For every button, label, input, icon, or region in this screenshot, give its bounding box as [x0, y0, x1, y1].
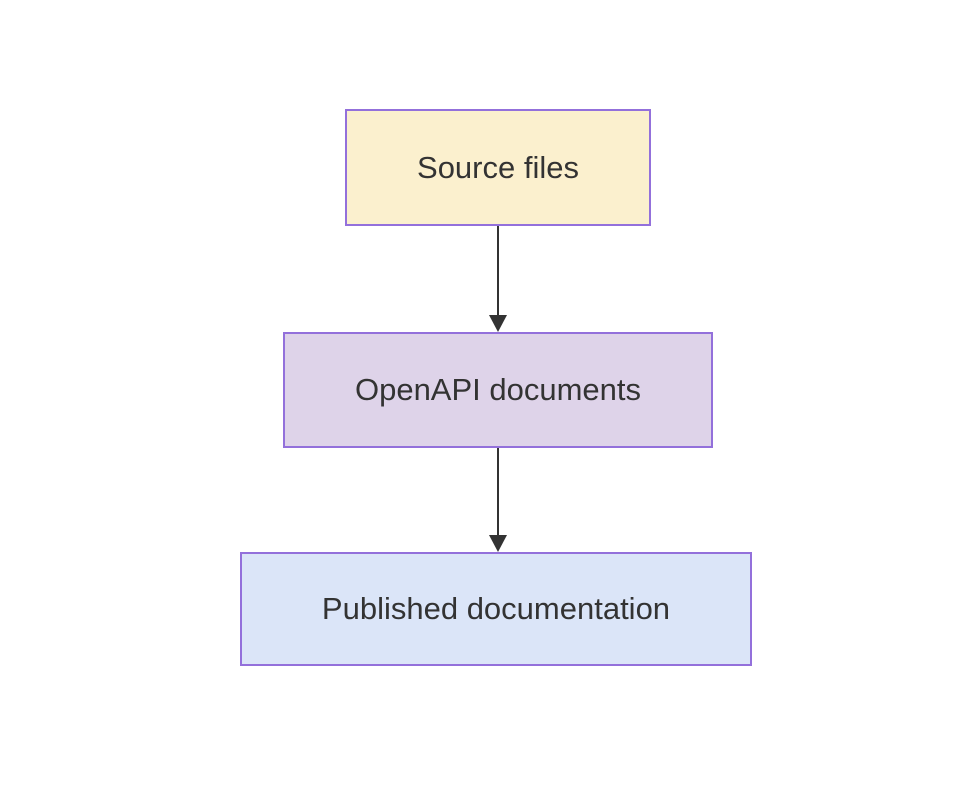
- arrowhead-down-icon: [489, 535, 507, 552]
- node-label: OpenAPI documents: [354, 372, 642, 408]
- edge-source-to-openapi: [489, 226, 507, 332]
- node-source-files: Source files: [345, 109, 651, 226]
- node-openapi-documents: OpenAPI documents: [283, 332, 713, 448]
- node-published-documentation: Published documentation: [240, 552, 752, 666]
- node-label: Source files: [417, 149, 579, 185]
- node-label: Published documentation: [321, 591, 671, 627]
- edge-openapi-to-published: [489, 448, 507, 552]
- arrowhead-down-icon: [489, 315, 507, 332]
